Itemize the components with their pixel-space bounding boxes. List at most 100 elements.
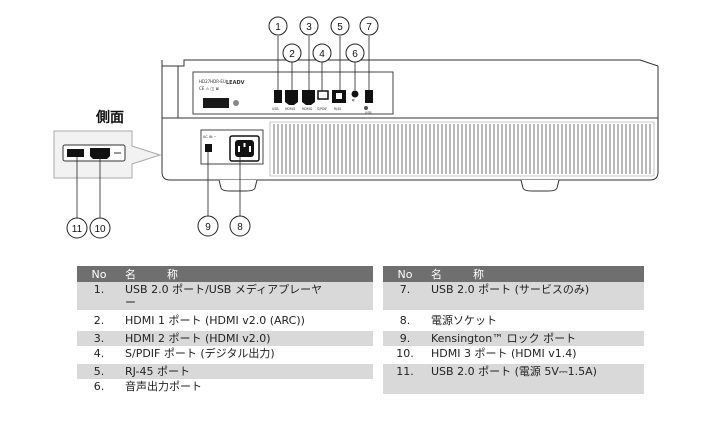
- row-name: HDMI 2 ポート (HDMI v2.0): [121, 331, 373, 346]
- kensington-lock-slot: [205, 144, 212, 152]
- row-no: 10.: [383, 346, 427, 361]
- row-name: USB 2.0 ポート (電源 5V⎓1.5A): [427, 364, 644, 379]
- panel-marks-text: CE ⚠ ◫ ⊠: [199, 86, 219, 91]
- row-name: [427, 379, 644, 394]
- row-name: HDMI 1 ポート (HDMI v2.0 (ARC)): [121, 313, 373, 328]
- header-name: 名 称: [427, 266, 644, 282]
- table-row: 11. USB 2.0 ポート (電源 5V⎓1.5A): [383, 364, 644, 379]
- row-no: 9.: [383, 331, 427, 346]
- panel-model-text: HD27HDR-EU: [199, 79, 226, 84]
- callout-10: [89, 217, 111, 239]
- row-no: 7.: [383, 282, 427, 310]
- callout-text-2: 2: [289, 49, 295, 60]
- table-row: 2. HDMI 1 ポート (HDMI v2.0 (ARC)): [77, 313, 373, 328]
- table-row: [383, 379, 644, 394]
- table-row: 10. HDMI 3 ポート (HDMI v1.4): [383, 346, 644, 361]
- vent-grille: [269, 121, 655, 177]
- callout-7: [359, 16, 379, 36]
- audio-out-jack: [351, 90, 359, 98]
- projector-body: [161, 59, 659, 181]
- row-no: 5.: [77, 364, 121, 379]
- hdmi-port-2: [302, 90, 315, 105]
- screw-icon: [233, 100, 239, 106]
- projector-feet: [218, 179, 560, 192]
- row-gap: [77, 361, 373, 364]
- callout-circles: [66, 16, 379, 239]
- row-name: Kensington™ ロック ポート: [427, 331, 644, 346]
- row-name: USB 2.0 ポート (サービスのみ): [427, 282, 644, 310]
- table-row: 5. RJ-45 ポート: [77, 364, 373, 379]
- rj45-port-inner: [336, 93, 342, 99]
- row-name: 音声出力ポート: [121, 379, 373, 394]
- row-gap: [383, 328, 644, 331]
- row-no: 8.: [383, 313, 427, 328]
- callout-9: [197, 215, 219, 237]
- table-row: 8. 電源ソケット: [383, 313, 644, 328]
- port-label-audio: ◐: [352, 98, 355, 102]
- led-icon: [364, 106, 368, 110]
- table-row: 7. USB 2.0 ポート (サービスのみ): [383, 282, 644, 310]
- label-plate: [203, 98, 229, 108]
- callout-1: [268, 16, 288, 36]
- header-no: No: [383, 266, 427, 282]
- row-name-line1: USB 2.0 ポート (サービスのみ): [431, 283, 590, 296]
- rear-ports: USB HDMI1 HDMI2 S/PDIF RJ45 ◐ USB: [272, 90, 373, 115]
- power-pin-earth: [243, 143, 246, 147]
- row-gap: [383, 361, 644, 364]
- hdmi-port-1: [285, 90, 298, 105]
- row-no: 11.: [383, 364, 427, 379]
- row-gap: [77, 328, 373, 331]
- port-label-spdif: S/PDIF: [317, 107, 327, 111]
- power-label-text: AC IN ~: [203, 135, 217, 139]
- row-name-line2: ー: [125, 296, 136, 309]
- row-no: 4.: [77, 346, 121, 361]
- row-name: HDMI 3 ポート (HDMI v1.4): [427, 346, 644, 361]
- table-row: 9. Kensington™ ロック ポート: [383, 331, 644, 346]
- power-pin-left: [238, 146, 240, 152]
- port-label-rj45: RJ45: [334, 107, 341, 111]
- usb-port-7: [365, 90, 373, 103]
- table-header: No 名 称: [77, 266, 373, 282]
- spdif-port: [317, 90, 329, 100]
- callout-6: [345, 43, 365, 63]
- table-row: 3. HDMI 2 ポート (HDMI v2.0): [77, 331, 373, 346]
- callout-4: [312, 43, 332, 63]
- row-name: 電源ソケット: [427, 313, 644, 328]
- usb-port-1: [274, 90, 282, 103]
- panel-brand-text: LEADV: [226, 80, 245, 86]
- table-row: 6. 音声出力ポート: [77, 379, 373, 394]
- callout-text-10: 10: [94, 224, 106, 235]
- port-label-hdmi2: HDMI2: [302, 107, 313, 111]
- row-name: RJ-45 ポート: [121, 364, 373, 379]
- table-row: 4. S/PDIF ポート (デジタル出力): [77, 346, 373, 361]
- port-label-usb: USB: [272, 107, 279, 111]
- projector-drawing: HD27HDR-EU CE ⚠ ◫ ⊠ LEADV USB HDMI1 HDMI…: [53, 16, 659, 239]
- callout-text-6: 6: [352, 49, 358, 60]
- callout-11: [66, 217, 88, 239]
- power-pin-right: [249, 146, 251, 152]
- header-no: No: [77, 266, 121, 282]
- row-name: S/PDIF ポート (デジタル出力): [121, 346, 373, 361]
- callout-text-3: 3: [306, 22, 312, 33]
- side-hdmi-port: [90, 148, 110, 159]
- port-label-hdmi1: HDMI1: [285, 107, 296, 111]
- port-table-left: No 名 称 1. USB 2.0 ポート/USB メディアプレーヤー 2. H…: [77, 266, 373, 394]
- callout-text-8: 8: [237, 222, 243, 233]
- callout-2: [282, 43, 302, 63]
- header-name: 名 称: [121, 266, 373, 282]
- port-label-usb-service: USB: [365, 111, 372, 115]
- row-no: 3.: [77, 331, 121, 346]
- side-panel-inset: [53, 130, 162, 179]
- power-panel: AC IN ~: [200, 129, 264, 165]
- side-usb-port: [67, 149, 84, 157]
- callout-8: [229, 215, 251, 237]
- row-gap: [77, 310, 373, 313]
- row-no: 2.: [77, 313, 121, 328]
- callout-text-1: 1: [275, 22, 281, 33]
- row-name-line1: USB 2.0 ポート/USB メディアプレーヤ: [125, 283, 323, 296]
- row-no: 6.: [77, 379, 121, 394]
- power-socket-inner: [235, 140, 254, 157]
- side-view-title: 側面: [96, 110, 124, 126]
- table-header: No 名 称: [383, 266, 644, 282]
- projector-diagram: HD27HDR-EU CE ⚠ ◫ ⊠ LEADV USB HDMI1 HDMI…: [53, 16, 659, 239]
